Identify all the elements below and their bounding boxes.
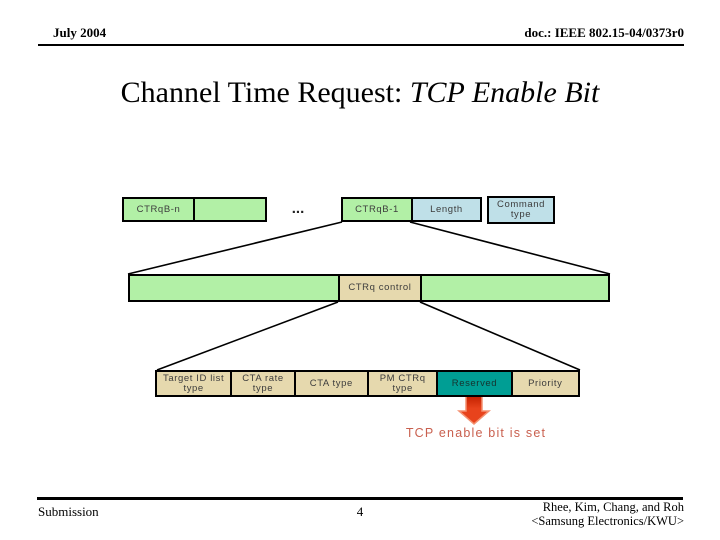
footer-authors-line2: <Samsung Electronics/KWU> [531,513,684,528]
page-title-regular: Channel Time Request: [120,76,410,109]
down-arrow-icon [456,395,492,425]
field-group-ctrqb-n: CTRqB-n [122,197,267,222]
page-title: Channel Time Request: TCP Enable Bit [0,76,720,110]
field-length: Length [410,199,480,220]
field-reserved: Reserved [436,372,511,395]
field-group-ctrq-control-expanded: Target ID list type CTA rate type CTA ty… [155,370,580,397]
field-cta-rate-type: CTA rate type [230,372,294,395]
footer-submission: Submission [38,504,99,519]
footer-authors: Rhee, Kim, Chang, and Roh <Samsung Elect… [531,500,684,528]
page-number: 4 [356,504,364,519]
field-group-command-type: Command type [487,196,555,224]
field-command-type: Command type [489,198,553,222]
field-expanded-left [130,276,339,300]
header-date: July 2004 [53,25,107,40]
field-group-ctrqb-expanded: CTRq control [128,274,610,302]
field-group-ctrqb-1: CTRqB-1 Length [341,197,482,222]
header-doc-id: doc.: IEEE 802.15-04/0373r0 [524,25,684,40]
field-cta-type: CTA type [293,372,367,395]
field-ctrq-control: CTRq control [338,276,420,300]
field-ctrqb-n: CTRqB-n [124,199,194,220]
tcp-enable-annotation: TCP enable bit is set [405,426,547,440]
ellipsis-label: ... [291,200,305,217]
expansion-lines-bottom [156,301,581,371]
field-ctrqb-n-empty [193,199,265,220]
field-ctrqb-1: CTRqB-1 [343,199,411,220]
footer-authors-line1: Rhee, Kim, Chang, and Roh [542,500,684,514]
header-rule [38,44,684,46]
footer-rule [37,497,683,500]
page-title-italic: TCP Enable Bit [409,76,600,109]
field-priority: Priority [510,372,578,395]
field-pm-ctrq-type: PM CTRq type [366,372,437,395]
field-target-id-list-type: Target ID list type [157,372,231,395]
expansion-lines-top [127,221,611,275]
field-expanded-right [419,276,608,300]
